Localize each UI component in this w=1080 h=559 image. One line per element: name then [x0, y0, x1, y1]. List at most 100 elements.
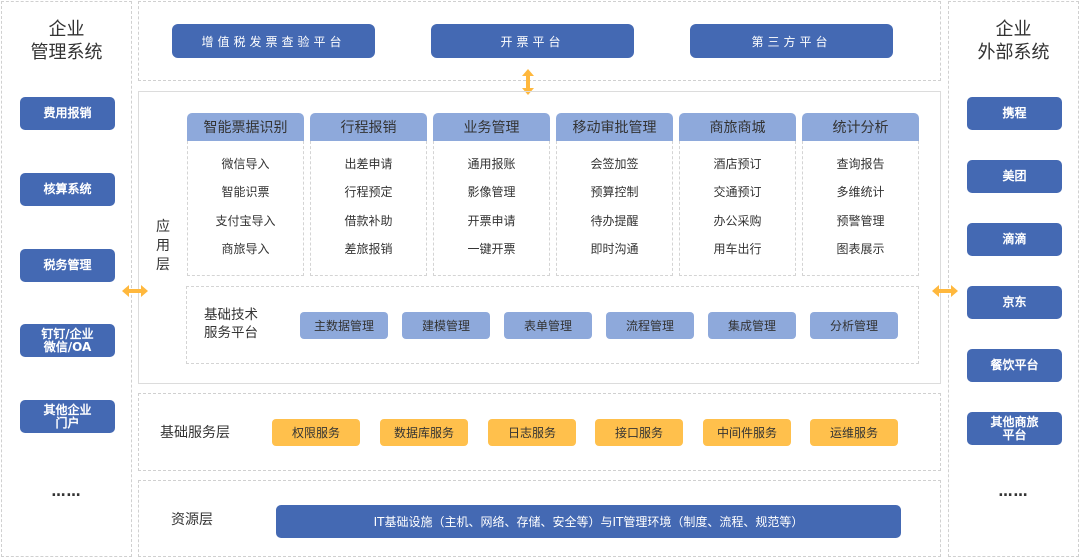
module-item[interactable]: 图表展示 — [836, 242, 885, 257]
tech-platform-box — [186, 286, 919, 364]
tech-master-data[interactable]: 主数据管理 — [300, 312, 388, 339]
resource-layer-label: 资源层 — [171, 512, 213, 528]
external-platforms-band — [138, 1, 941, 81]
module-title[interactable]: 统计分析 — [802, 113, 919, 141]
module-item[interactable]: 差旅报销 — [344, 242, 393, 257]
module-item[interactable]: 智能识票 — [221, 185, 270, 200]
tech-label-line1: 基础技术 — [204, 307, 258, 323]
service-log[interactable]: 日志服务 — [488, 419, 576, 446]
module-mobile-approval: 移动审批管理 会签加签 预算控制 待办提醒 即时沟通 — [556, 113, 673, 276]
right-double-arrow-icon — [932, 285, 958, 297]
service-database[interactable]: 数据库服务 — [380, 419, 468, 446]
module-title[interactable]: 行程报销 — [310, 113, 427, 141]
left-title-line1: 企业 — [48, 19, 85, 40]
module-item[interactable]: 商旅导入 — [221, 242, 270, 257]
module-item[interactable]: 查询报告 — [836, 156, 885, 171]
left-item-label: 核算系统 — [43, 182, 92, 196]
module-item[interactable]: 出差申请 — [344, 156, 393, 171]
vat-invoice-check-platform[interactable]: 增值税发票查验平台 — [172, 24, 375, 58]
module-travel-reimbursement: 行程报销 出差申请 行程预定 借款补助 差旅报销 — [310, 113, 427, 276]
module-item[interactable]: 待办提醒 — [590, 213, 639, 228]
right-item-ctrip[interactable]: 携程 — [967, 97, 1062, 130]
tech-modeling[interactable]: 建模管理 — [402, 312, 490, 339]
right-item-didi[interactable]: 滴滴 — [967, 223, 1062, 256]
right-item-label: 美团 — [1002, 169, 1027, 183]
module-item[interactable]: 支付宝导入 — [215, 213, 276, 228]
tech-platform-label: 基础技术 服务平台 — [204, 306, 258, 342]
third-party-platform[interactable]: 第三方平台 — [690, 24, 893, 58]
module-item[interactable]: 交通预订 — [713, 185, 762, 200]
service-middleware[interactable]: 中间件服务 — [703, 419, 791, 446]
left-ellipsis: …… — [51, 484, 82, 500]
module-item[interactable]: 会签加签 — [590, 156, 639, 171]
enterprise-management-panel: 企业 管理系统 费用报销 核算系统 税务管理 钉钉/企业 微信/OA 其他企业 … — [1, 1, 132, 557]
platform-label: 第三方平台 — [751, 34, 832, 49]
right-item-label: 京东 — [1002, 295, 1027, 309]
module-item[interactable]: 影像管理 — [467, 185, 516, 200]
module-travel-mall: 商旅商城 酒店预订 交通预订 办公采购 用车出行 — [679, 113, 796, 276]
tech-workflow[interactable]: 流程管理 — [606, 312, 694, 339]
tech-integration[interactable]: 集成管理 — [708, 312, 796, 339]
module-item[interactable]: 多维统计 — [836, 185, 885, 200]
left-item-label: 费用报销 — [43, 106, 92, 120]
right-item-label: 餐饮平台 — [990, 358, 1039, 372]
module-item[interactable]: 办公采购 — [713, 213, 762, 228]
right-item-jd[interactable]: 京东 — [967, 286, 1062, 319]
right-item-label: 其他商旅 平台 — [990, 414, 1039, 442]
module-item[interactable]: 行程预定 — [344, 185, 393, 200]
platform-label: 开票平台 — [500, 34, 565, 49]
left-item-label: 税务管理 — [43, 258, 92, 272]
tech-analysis[interactable]: 分析管理 — [810, 312, 898, 339]
right-title-line2: 外部系统 — [977, 42, 1050, 63]
vertical-double-arrow-icon — [522, 69, 534, 95]
module-title[interactable]: 移动审批管理 — [556, 113, 673, 141]
right-ellipsis: …… — [998, 484, 1029, 500]
left-item-label: 其他企业 门户 — [43, 402, 92, 430]
tech-forms[interactable]: 表单管理 — [504, 312, 592, 339]
module-item[interactable]: 即时沟通 — [590, 242, 639, 257]
service-operations[interactable]: 运维服务 — [810, 419, 898, 446]
right-item-other-travel[interactable]: 其他商旅 平台 — [967, 412, 1062, 445]
enterprise-external-panel: 企业 外部系统 携程 美团 滴滴 京东 餐饮平台 其他商旅 平台 …… — [948, 1, 1079, 557]
base-service-layer-label: 基础服务层 — [160, 425, 230, 441]
application-layer-label: 应 用 层 — [156, 219, 170, 273]
module-item[interactable]: 预算控制 — [590, 185, 639, 200]
module-title[interactable]: 商旅商城 — [679, 113, 796, 141]
service-permission[interactable]: 权限服务 — [272, 419, 360, 446]
right-title-line1: 企业 — [995, 19, 1032, 40]
module-invoice-recognition: 智能票据识别 微信导入 智能识票 支付宝导入 商旅导入 — [187, 113, 304, 276]
module-item[interactable]: 微信导入 — [221, 156, 270, 171]
left-panel-title: 企业 管理系统 — [2, 18, 131, 64]
it-infrastructure-bar[interactable]: IT基础设施（主机、网络、存储、安全等）与IT管理环境（制度、流程、规范等） — [276, 505, 901, 538]
module-item[interactable]: 开票申请 — [467, 213, 516, 228]
right-item-label: 滴滴 — [1002, 232, 1027, 246]
module-item[interactable]: 用车出行 — [713, 242, 762, 257]
tech-label-line2: 服务平台 — [204, 325, 258, 341]
left-item-dingtalk[interactable]: 钉钉/企业 微信/OA — [20, 324, 115, 357]
service-interface[interactable]: 接口服务 — [595, 419, 683, 446]
invoicing-platform[interactable]: 开票平台 — [431, 24, 634, 58]
left-item-label: 钉钉/企业 微信/OA — [41, 326, 94, 354]
application-layer — [138, 91, 941, 384]
module-item[interactable]: 一键开票 — [467, 242, 516, 257]
module-item[interactable]: 预警管理 — [836, 213, 885, 228]
module-item[interactable]: 通用报账 — [467, 156, 516, 171]
left-item-accounting[interactable]: 核算系统 — [20, 173, 115, 206]
right-item-meituan[interactable]: 美团 — [967, 160, 1062, 193]
left-item-tax[interactable]: 税务管理 — [20, 249, 115, 282]
module-statistics: 统计分析 查询报告 多维统计 预警管理 图表展示 — [802, 113, 919, 276]
module-business-management: 业务管理 通用报账 影像管理 开票申请 一键开票 — [433, 113, 550, 276]
module-title[interactable]: 智能票据识别 — [187, 113, 304, 141]
platform-label: 增值税发票查验平台 — [201, 34, 346, 49]
base-service-layer — [138, 393, 941, 471]
left-item-expense[interactable]: 费用报销 — [20, 97, 115, 130]
module-item[interactable]: 借款补助 — [344, 213, 393, 228]
left-item-other-portal[interactable]: 其他企业 门户 — [20, 400, 115, 433]
module-title[interactable]: 业务管理 — [433, 113, 550, 141]
left-double-arrow-icon — [122, 285, 148, 297]
module-item[interactable]: 酒店预订 — [713, 156, 762, 171]
resource-layer — [138, 480, 941, 557]
left-title-line2: 管理系统 — [30, 42, 103, 63]
right-panel-title: 企业 外部系统 — [949, 18, 1078, 64]
right-item-catering[interactable]: 餐饮平台 — [967, 349, 1062, 382]
